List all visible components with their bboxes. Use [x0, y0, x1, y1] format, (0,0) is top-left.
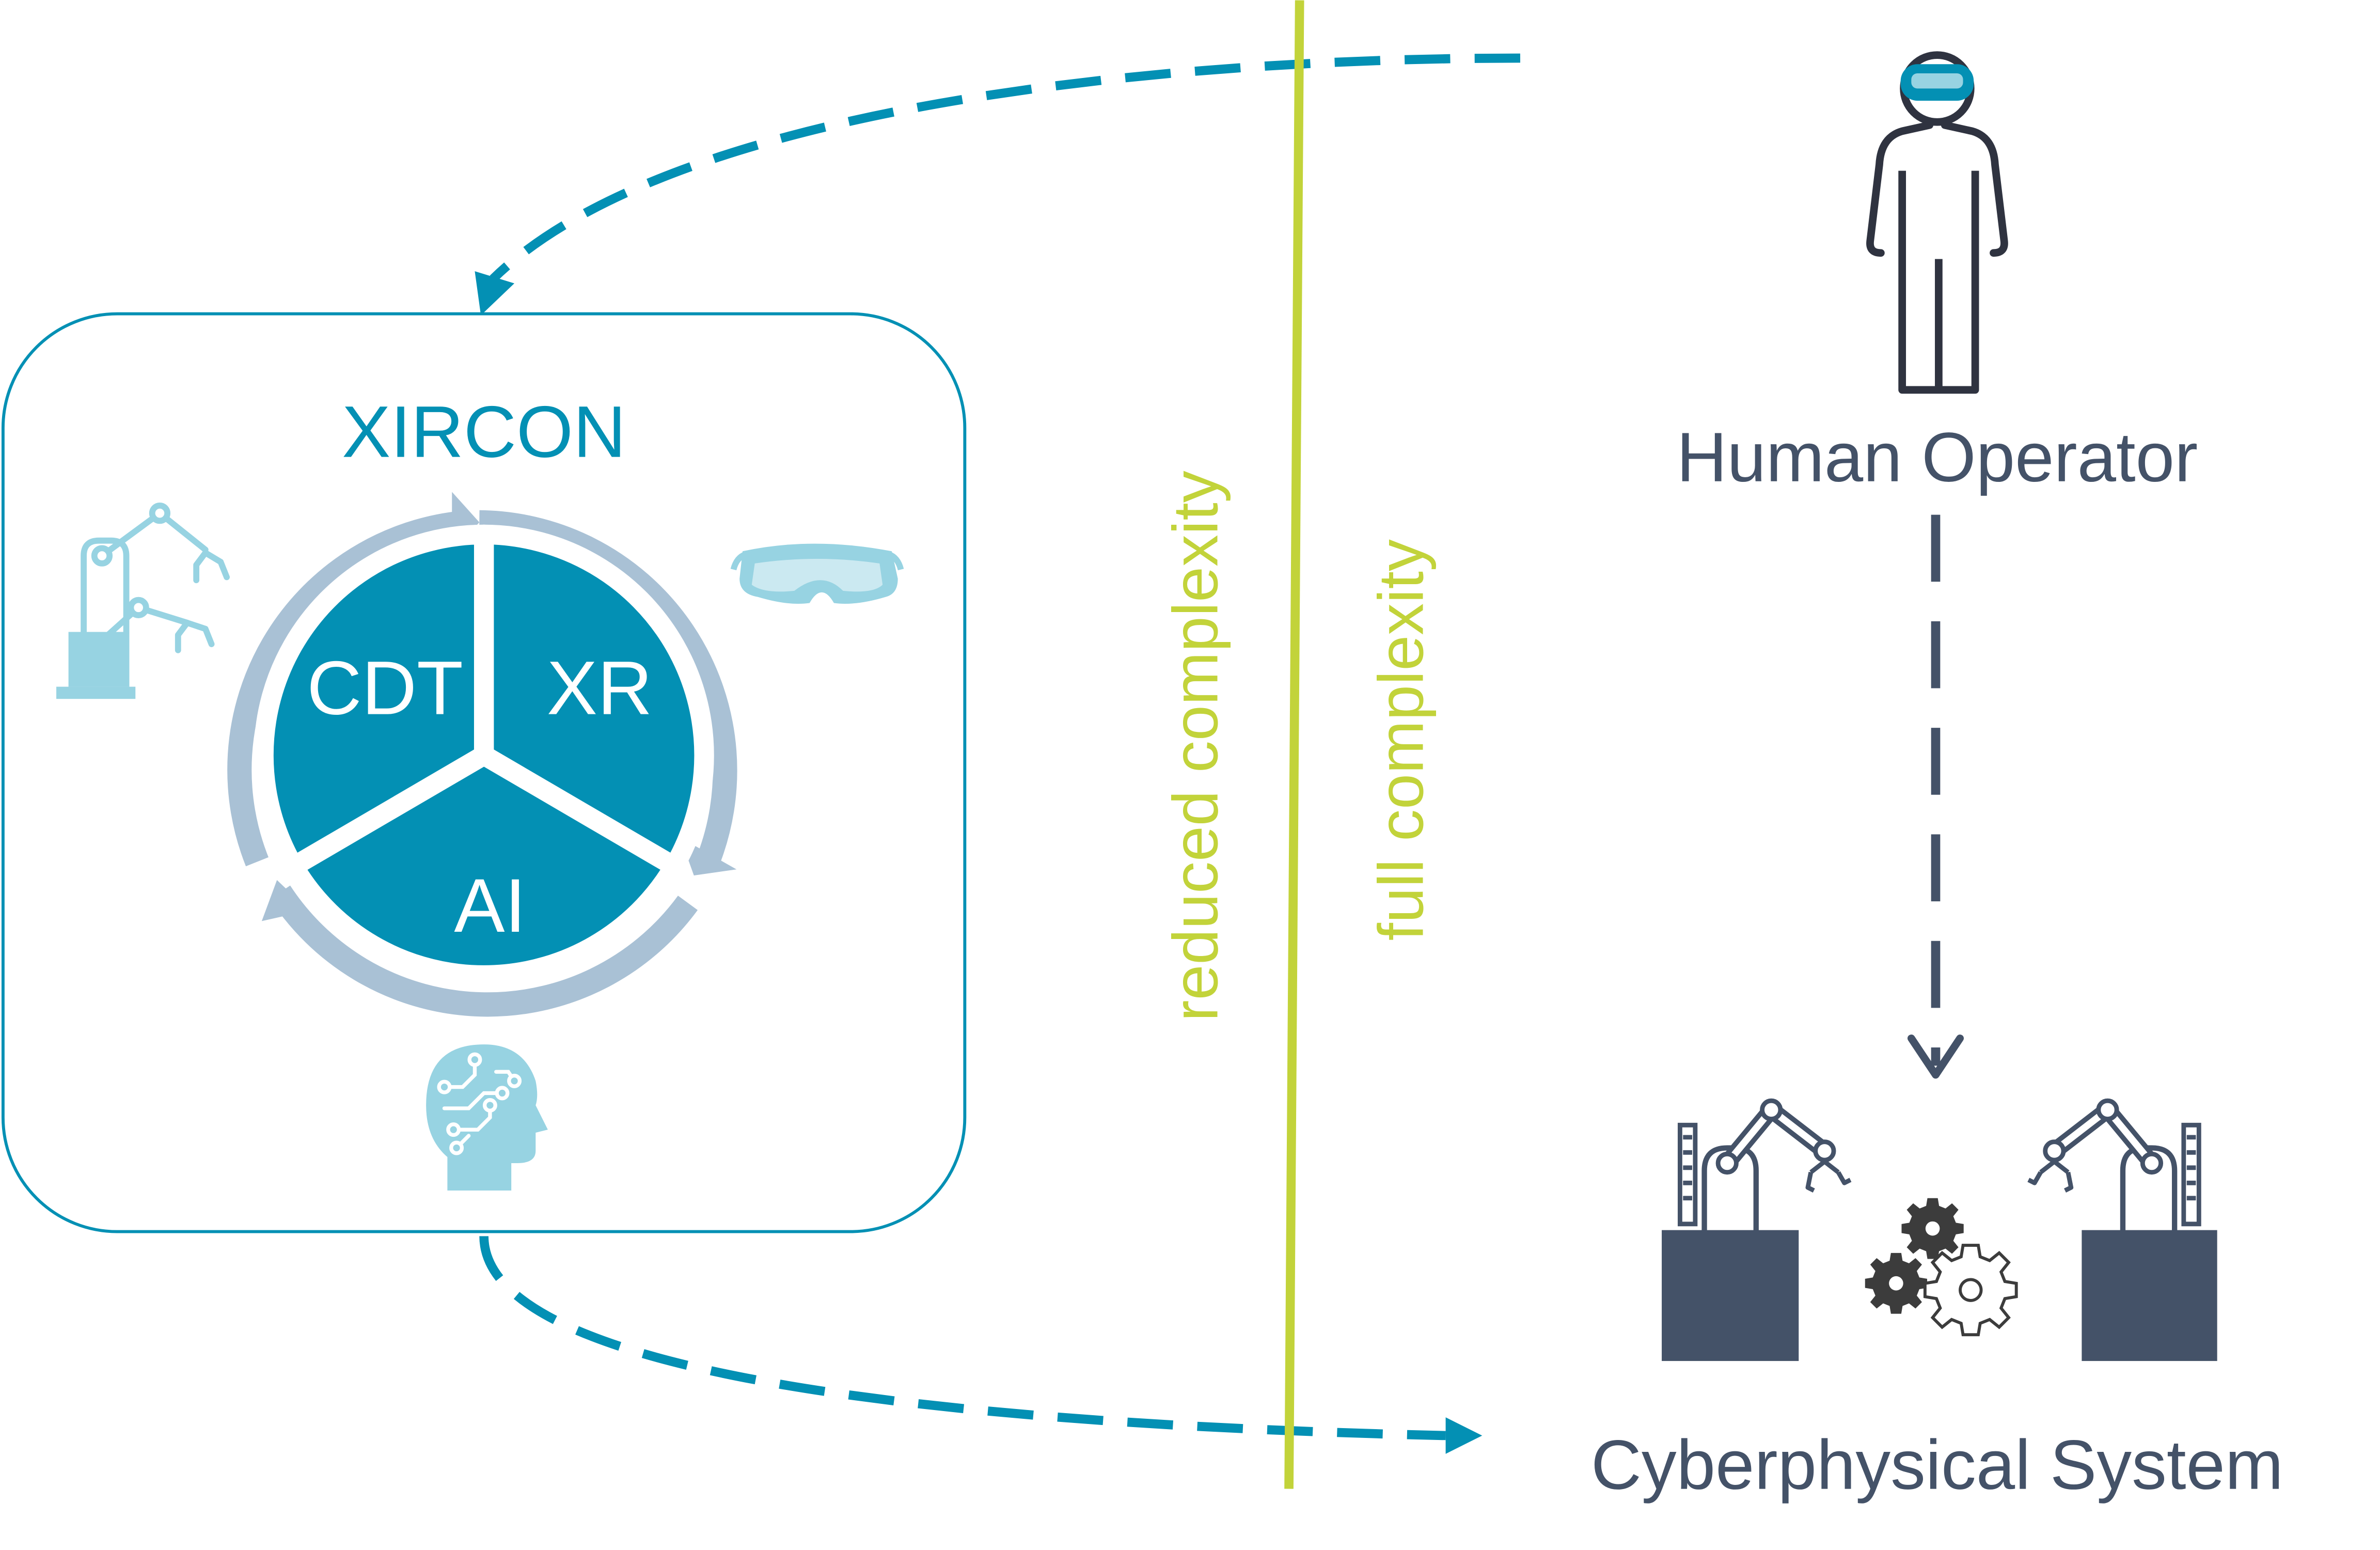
xircon-title: XIRCON — [342, 391, 626, 473]
human-operator-label: Human Operator — [1677, 418, 2198, 496]
left-robot-arm-icon — [1680, 1101, 1850, 1236]
cycle-pie — [254, 524, 714, 985]
gear-icon — [1865, 1198, 2016, 1335]
left-robot-base — [1662, 1230, 1799, 1361]
segment-cdt: CDT — [307, 646, 463, 731]
ai-head-icon — [426, 1044, 548, 1191]
segment-xr: XR — [547, 646, 653, 731]
top-flow-arrowhead — [475, 271, 515, 316]
bottom-flow-arrow — [479, 1236, 1446, 1441]
xr-headset-icon — [730, 543, 904, 604]
complexity-divider — [1284, 0, 1304, 1489]
bottom-flow-arrowhead — [1445, 1417, 1483, 1454]
cyberphysical-system-label: Cyberphysical System — [1591, 1426, 2283, 1504]
robot-arm-icon — [56, 502, 230, 699]
right-robot-base — [2082, 1230, 2217, 1361]
full-complexity-label: full complexity — [1365, 539, 1437, 941]
reduced-complexity-label: reduced complexity — [1160, 471, 1232, 1021]
xircon-panel — [1, 312, 967, 1233]
segment-ai: AI — [454, 864, 526, 948]
operator-icon — [1866, 51, 2008, 394]
top-flow-arrow — [490, 53, 1520, 283]
right-robot-arm-icon — [2028, 1101, 2199, 1236]
operator-to-system-arrowhead — [1907, 1034, 1964, 1079]
